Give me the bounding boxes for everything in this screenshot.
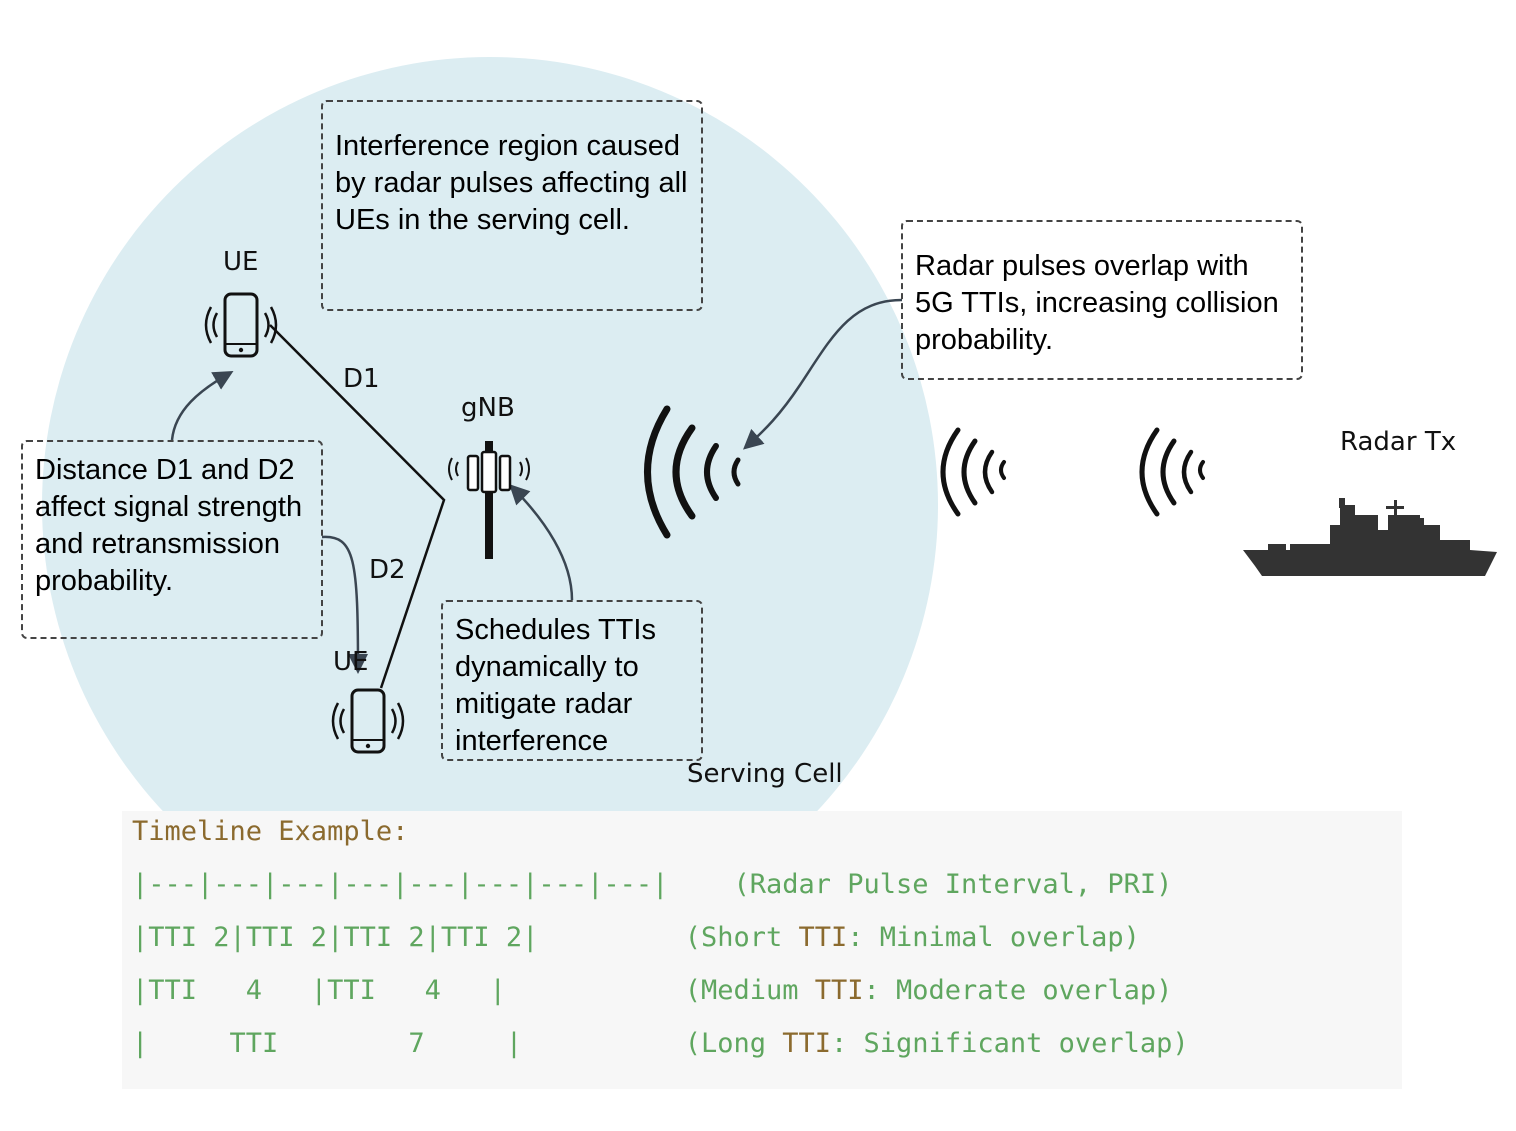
d2-label: D2: [369, 555, 406, 585]
phone-icon: [204, 292, 278, 358]
arrow-overlap-to-waves: [743, 298, 903, 450]
antenna-tower-icon: [448, 441, 530, 559]
ship-icon: [1243, 498, 1497, 576]
timeline-bar: | TTI 7 |: [132, 1028, 523, 1059]
timeline-comment: (Short: [684, 922, 799, 953]
arrow-schedules-to-gnb: [509, 484, 574, 601]
ue-top-label: UE: [223, 247, 259, 277]
timeline-keyword: TTI: [814, 975, 864, 1006]
note-radar-overlap: Radar pulses overlap with 5G TTIs, incre…: [901, 220, 1303, 380]
serving-cell-label: Serving Cell: [687, 759, 843, 789]
note-interference-region: Interference region caused by radar puls…: [321, 100, 703, 311]
phone-icon: [331, 688, 405, 754]
timeline-row-short: |TTI 2|TTI 2|TTI 2|TTI 2| (Short TTI: Mi…: [132, 922, 1140, 953]
link-d1-d2: [269, 324, 446, 689]
timeline-title: Timeline Example:: [132, 816, 409, 847]
arrow-distance-to-ue-top: [170, 371, 234, 441]
timeline-comment: (Long: [684, 1028, 783, 1059]
radar-wave-icon: [644, 405, 741, 539]
radar-wave-icon: [940, 427, 1006, 517]
timeline-bar: |---|---|---|---|---|---|---|---|: [132, 869, 669, 900]
radar-wave-icon: [1139, 427, 1205, 517]
ue-bottom-label: UE: [333, 647, 369, 677]
timeline-keyword: TTI: [782, 1028, 832, 1059]
timeline-example: Timeline Example: |---|---|---|---|---|-…: [122, 811, 1402, 1089]
timeline-comment: (Radar Pulse Interval, PRI): [733, 869, 1173, 900]
timeline-row-medium: |TTI 4 |TTI 4 | (Medium TTI: Moderate ov…: [132, 975, 1173, 1006]
timeline-bar: |TTI 2|TTI 2|TTI 2|TTI 2|: [132, 922, 539, 953]
timeline-comment: (Medium: [684, 975, 815, 1006]
arrow-distance-to-ue-bottom: [321, 535, 368, 674]
d1-label: D1: [343, 364, 380, 394]
timeline-bar: |TTI 4 |TTI 4 |: [132, 975, 506, 1006]
note-distance: Distance D1 and D2 affect signal strengt…: [21, 440, 323, 639]
timeline-row-pri: |---|---|---|---|---|---|---|---| (Radar…: [132, 869, 1172, 900]
note-schedules: Schedules TTIs dynamically to mitigate r…: [441, 600, 703, 761]
timeline-row-long: | TTI 7 | (Long TTI: Significant overlap…: [132, 1028, 1189, 1059]
timeline-keyword: TTI: [798, 922, 848, 953]
radar-tx-label: Radar Tx: [1340, 427, 1457, 457]
gnb-label: gNB: [461, 393, 515, 423]
